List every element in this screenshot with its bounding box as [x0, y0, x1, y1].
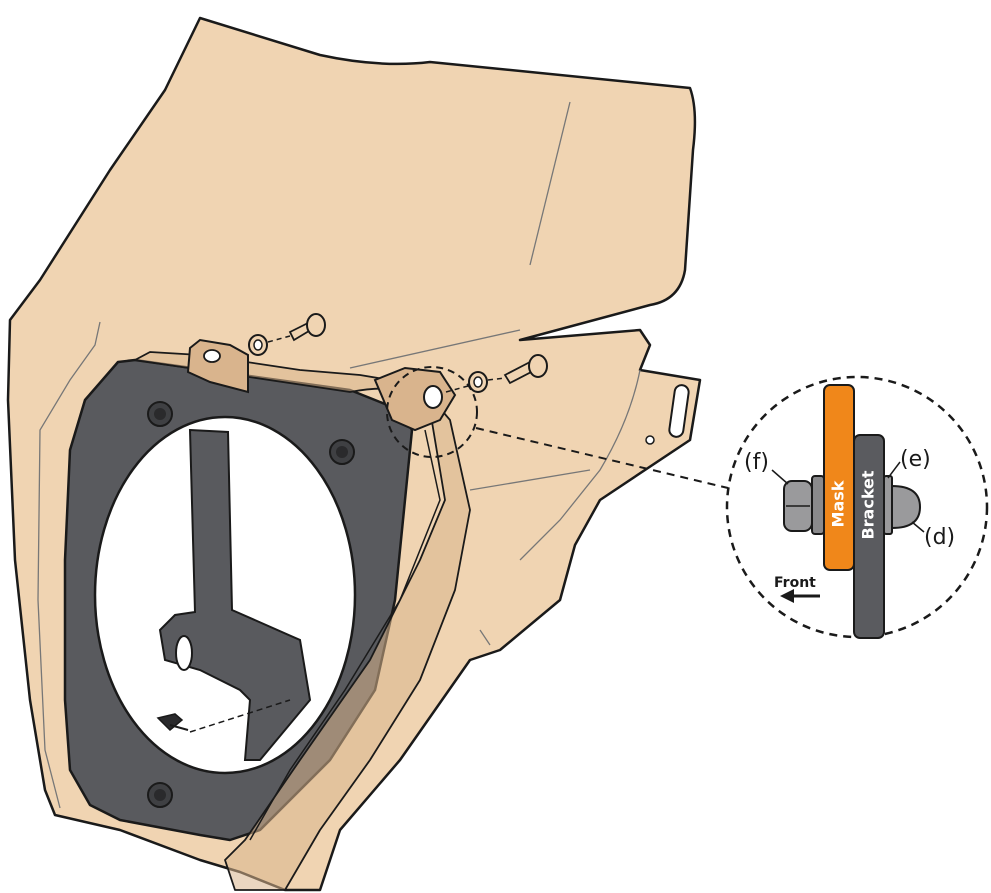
callout-leader-d: [911, 521, 925, 533]
detail-view: Mask Bracket (f) (e) (d) Front: [725, 375, 989, 639]
detail-leader-line: [475, 427, 729, 489]
side-slot: [645, 384, 690, 445]
front-arrow-icon: [780, 589, 820, 603]
front-label: Front: [774, 575, 816, 591]
callout-label-f: (f): [744, 450, 769, 475]
washer-icon: [883, 475, 893, 535]
arm-slot-icon: [175, 635, 193, 671]
bracket-bolt-icon: [329, 439, 355, 465]
mask-contour-line: [349, 329, 521, 369]
callout-leader-f: [771, 469, 789, 485]
mask-contour-line: [479, 629, 491, 646]
mask-contour-line: [37, 321, 101, 809]
bracket-bar: [853, 434, 885, 639]
washer-icon: [468, 371, 488, 393]
nut-icon: [783, 475, 825, 535]
mask-contour-line: [469, 469, 591, 491]
assembly-guide-line: [267, 335, 291, 343]
mask-bar-label: Mask: [829, 480, 848, 527]
bracket-bolt-icon: [147, 401, 173, 427]
callout-label-e: (e): [900, 447, 931, 472]
bracket-bolt-icon: [147, 782, 173, 808]
bracket-support-arm: [158, 428, 312, 761]
bracket-bar-label: Bracket: [859, 470, 878, 539]
assembly-guide-line: [445, 385, 469, 393]
mask-contour-line: [529, 101, 571, 266]
mask-bar: [823, 384, 855, 571]
assembly-guide-line: [189, 699, 291, 733]
right-mount-tab: [373, 366, 457, 432]
callout-leader-e: [887, 461, 901, 479]
assembly-guide-line: [487, 377, 506, 381]
left-mount-tab: [186, 338, 249, 394]
washer-icon: [248, 334, 268, 356]
dome-cap-icon: [891, 484, 922, 530]
screw-icon: [503, 354, 548, 385]
mask-contour-line: [519, 369, 641, 561]
callout-label-d: (d): [924, 525, 955, 550]
screw-icon: [288, 313, 326, 342]
detail-source-circle: [386, 366, 478, 458]
screw-icon: [156, 713, 189, 732]
